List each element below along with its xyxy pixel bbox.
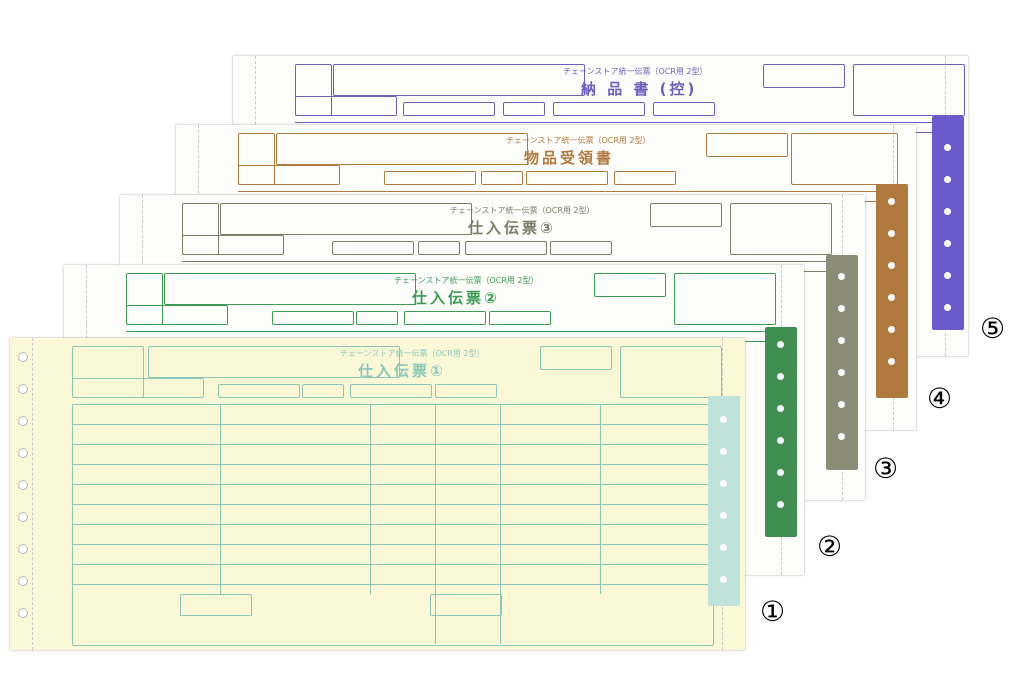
color-tab-1 [708,396,740,606]
callout-3: ③ [873,452,899,485]
form-title-1: 仕入伝票① [358,362,446,380]
form-title-3: 仕入伝票③ [468,219,556,237]
form-sheet-1: チェーンストア統一伝票（OCR用 2型） 仕入伝票① [10,338,745,650]
callout-2: ② [817,530,843,563]
form-header-1: チェーンストア統一伝票（OCR用 2型） [340,349,485,358]
callout-1: ① [760,595,786,628]
form-header-4: チェーンストア統一伝票（OCR用 2型） [506,136,651,145]
color-tab-4 [876,184,908,398]
form-body-1: チェーンストア統一伝票（OCR用 2型） 仕入伝票① [40,344,722,646]
form-header-5: チェーンストア統一伝票（OCR用 2型） [563,67,708,76]
form-title-2: 仕入伝票② [412,289,500,307]
color-tab-2 [765,327,797,537]
form-header-2: チェーンストア統一伝票（OCR用 2型） [394,276,539,285]
form-title-5: 納 品 書 (控) [581,80,698,98]
form-title-4: 物品受領書 [524,149,615,167]
callout-4: ④ [927,382,953,415]
tractor-strip-left [10,338,33,650]
callout-5: ⑤ [980,312,1006,345]
form-header-3: チェーンストア統一伝票（OCR用 2型） [450,206,595,215]
color-tab-5 [932,116,964,330]
color-tab-3 [826,255,858,470]
